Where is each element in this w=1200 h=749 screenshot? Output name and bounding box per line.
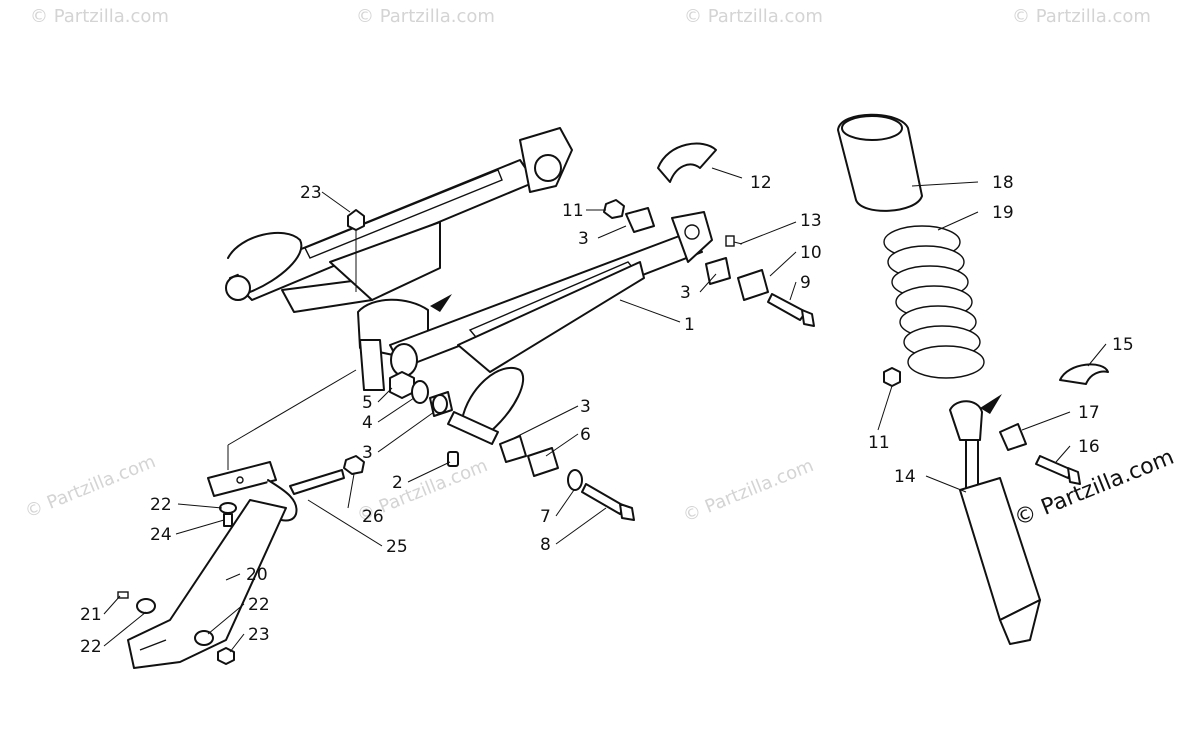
callout-6: 6	[580, 425, 591, 445]
callout-26: 26	[362, 507, 384, 527]
callout-11: 11	[562, 201, 584, 221]
watermark-text: © Partzilla.com	[1012, 6, 1151, 27]
callout-22: 22	[248, 595, 270, 615]
callout-8: 8	[540, 535, 551, 555]
callout-18: 18	[992, 173, 1014, 193]
callout-5: 5	[362, 393, 373, 413]
brand-credit: © Partzilla.com	[1011, 445, 1178, 532]
callout-12: 12	[750, 173, 772, 193]
bracket-assembly	[117, 209, 365, 669]
callout-7: 7	[540, 507, 551, 527]
callout-13: 13	[800, 211, 822, 231]
callout-20: 20	[246, 565, 268, 585]
callout-15: 15	[1112, 335, 1134, 355]
callout-17: 17	[1078, 403, 1100, 423]
watermark-text: © Partzilla.com	[680, 455, 817, 527]
callout-2: 2	[392, 473, 403, 493]
callout-10: 10	[800, 243, 822, 263]
callout-22: 22	[150, 495, 172, 515]
callout-23: 23	[300, 183, 322, 203]
watermarks: © Partzilla.com © Partzilla.com © Partzi…	[22, 6, 1151, 527]
callout-25: 25	[386, 537, 408, 557]
watermark-text: © Partzilla.com	[356, 6, 495, 27]
callout-3: 3	[680, 283, 691, 303]
spring-coils	[883, 225, 985, 379]
leader-lines	[103, 167, 1107, 653]
reference-arrow	[430, 294, 452, 312]
swing-arm-assembly	[225, 127, 713, 470]
reference-arrow	[980, 394, 1002, 414]
callout-24: 24	[150, 525, 172, 545]
callout-23: 23	[248, 625, 270, 645]
watermark-text: © Partzilla.com	[22, 451, 159, 523]
callout-9: 9	[800, 273, 811, 293]
callout-14: 14	[894, 467, 916, 487]
hardware-right	[603, 142, 815, 327]
watermark-text: © Partzilla.com	[30, 6, 169, 27]
callout-3: 3	[578, 229, 589, 249]
callout-3: 3	[580, 397, 591, 417]
callout-1: 1	[684, 315, 695, 335]
callout-21: 21	[80, 605, 102, 625]
callout-labels: 23 12 11 3 13 10 9 3 1 5 4 3 3 6 2 7 8 2…	[80, 173, 1134, 657]
callout-4: 4	[362, 413, 373, 433]
watermark-text: © Partzilla.com	[684, 6, 823, 27]
hardware-left	[389, 371, 635, 521]
callout-22: 22	[80, 637, 102, 657]
callout-19: 19	[992, 203, 1014, 223]
shock-assembly	[837, 113, 1109, 645]
callout-3: 3	[362, 443, 373, 463]
callout-16: 16	[1078, 437, 1100, 457]
callout-11: 11	[868, 433, 890, 453]
